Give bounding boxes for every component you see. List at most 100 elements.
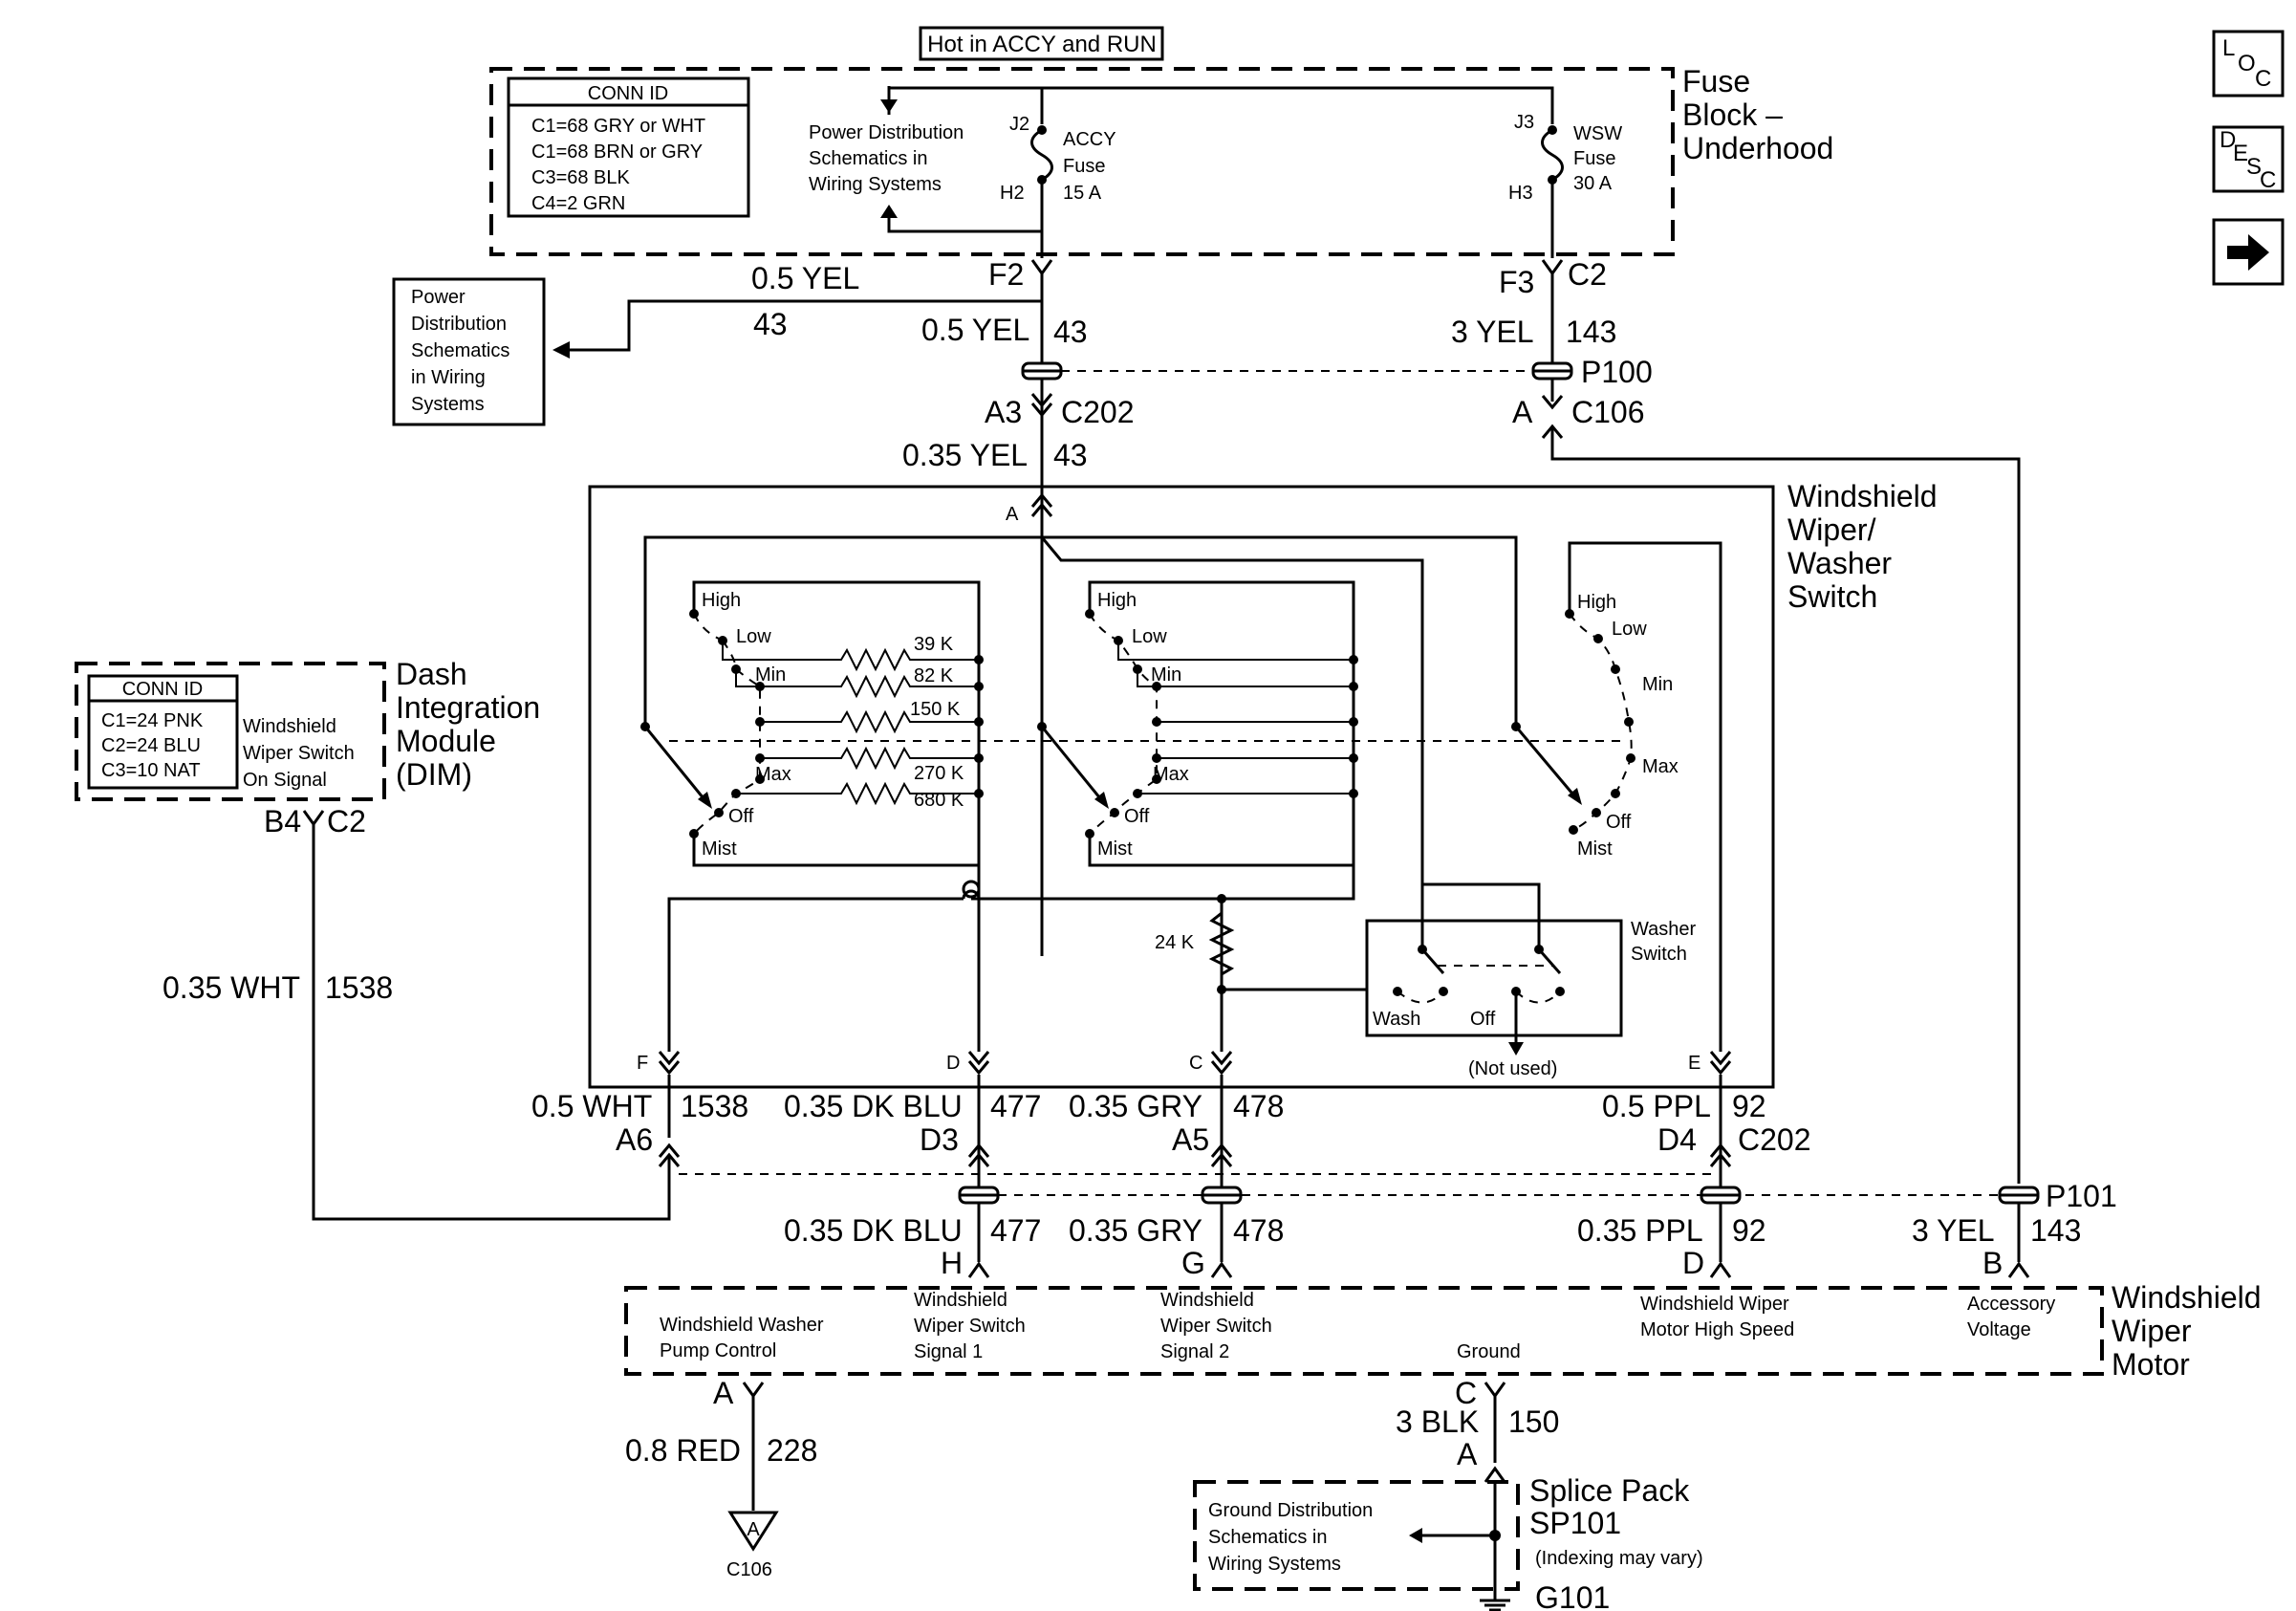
svg-text:Off: Off bbox=[728, 806, 754, 827]
desc-button[interactable]: D E S C bbox=[2212, 125, 2285, 193]
fuse-block-outline bbox=[489, 67, 1675, 256]
svg-text:Wiper/: Wiper/ bbox=[1787, 512, 1876, 547]
svg-text:Wiper Switch: Wiper Switch bbox=[243, 743, 355, 764]
next-button[interactable] bbox=[2212, 218, 2285, 286]
dim-signal: Windshield Wiper Switch On Signal bbox=[243, 716, 355, 791]
svg-text:Pump Control: Pump Control bbox=[660, 1340, 776, 1361]
svg-text:Wiper: Wiper bbox=[2112, 1314, 2192, 1348]
svg-text:D3: D3 bbox=[920, 1122, 959, 1157]
svg-text:Switch: Switch bbox=[1631, 944, 1687, 965]
svg-text:Low: Low bbox=[1612, 619, 1647, 640]
svg-text:D4: D4 bbox=[1657, 1122, 1697, 1157]
loc-button[interactable]: L O C bbox=[2212, 30, 2285, 98]
svg-text:Off: Off bbox=[1606, 812, 1632, 833]
svg-text:H3: H3 bbox=[1508, 183, 1533, 204]
svg-text:(Not used): (Not used) bbox=[1468, 1058, 1557, 1079]
svg-text:C1=24 PNK: C1=24 PNK bbox=[101, 710, 204, 731]
power-note-text: Hot in ACCY and RUN bbox=[927, 32, 1157, 57]
switch-outline bbox=[588, 485, 1775, 1089]
svg-text:F: F bbox=[637, 1053, 648, 1074]
motor-bottom-connectors: A 0.8 RED 228 A C106 C 3 BLK 150 A bbox=[625, 1376, 1559, 1580]
svg-text:15 A: 15 A bbox=[1063, 183, 1102, 204]
motor-title: Windshield Wiper Motor bbox=[2112, 1280, 2262, 1382]
svg-text:478: 478 bbox=[1233, 1089, 1284, 1123]
bottom-wiring: 0.5 WHT 1538 A6 0.35 DK BLU 477 D3 0.35 … bbox=[531, 1075, 2117, 1280]
pd-box: Power Distribution Schematics in Wiring … bbox=[392, 277, 546, 426]
svg-text:Low: Low bbox=[1132, 626, 1167, 647]
svg-text:0.5 YEL: 0.5 YEL bbox=[751, 261, 859, 295]
switch-middle-section: High Low Min Max Off Mist bbox=[1085, 580, 1358, 901]
svg-text:0.35 GRY: 0.35 GRY bbox=[1069, 1089, 1202, 1123]
svg-text:Wiring Systems: Wiring Systems bbox=[809, 174, 942, 195]
svg-text:477: 477 bbox=[990, 1213, 1041, 1248]
switch-title: Windshield Wiper/ Washer Switch bbox=[1787, 479, 1938, 614]
svg-text:Washer: Washer bbox=[1631, 919, 1697, 940]
svg-text:Block –: Block – bbox=[1682, 98, 1783, 132]
switch-right-section: High Low Min Max Off Mist bbox=[1565, 541, 1722, 1052]
svg-text:228: 228 bbox=[767, 1433, 817, 1468]
svg-text:Schematics: Schematics bbox=[411, 340, 509, 361]
svg-text:Washer: Washer bbox=[1787, 546, 1892, 580]
switch-pin-a: A bbox=[1006, 492, 1053, 525]
dim-outline bbox=[75, 662, 386, 801]
svg-text:C3=68 BLK: C3=68 BLK bbox=[531, 167, 631, 188]
svg-text:Min: Min bbox=[755, 664, 786, 686]
svg-text:High: High bbox=[702, 590, 741, 611]
top-wiring: F2 F3 C2 0.5 YEL 43 0.5 YEL 43 3 YEL 143… bbox=[552, 257, 2021, 1184]
svg-text:Wiper Switch: Wiper Switch bbox=[914, 1316, 1026, 1337]
svg-text:Voltage: Voltage bbox=[1967, 1319, 2031, 1340]
svg-text:L: L bbox=[2222, 35, 2235, 61]
svg-text:Signal 2: Signal 2 bbox=[1160, 1341, 1229, 1362]
svg-text:Max: Max bbox=[1153, 764, 1189, 785]
svg-text:Windshield: Windshield bbox=[914, 1290, 1007, 1311]
svg-text:A3: A3 bbox=[985, 395, 1022, 429]
svg-text:C: C bbox=[2255, 66, 2271, 92]
svg-text:B: B bbox=[1982, 1246, 2003, 1280]
svg-text:Low: Low bbox=[736, 626, 771, 647]
svg-text:Schematics in: Schematics in bbox=[1208, 1527, 1328, 1548]
svg-text:680 K: 680 K bbox=[914, 790, 964, 811]
svg-text:CONN ID: CONN ID bbox=[122, 679, 203, 700]
svg-text:Ground: Ground bbox=[1457, 1341, 1521, 1362]
svg-text:E: E bbox=[2233, 141, 2248, 166]
svg-text:Power: Power bbox=[411, 287, 466, 308]
svg-text:Windshield: Windshield bbox=[1787, 479, 1938, 513]
power-note: Hot in ACCY and RUN bbox=[919, 26, 1164, 61]
svg-text:A: A bbox=[747, 1519, 760, 1540]
svg-text:Min: Min bbox=[1151, 664, 1181, 686]
svg-text:G: G bbox=[1181, 1246, 1205, 1280]
svg-text:ACCY: ACCY bbox=[1063, 129, 1116, 150]
svg-text:WSW: WSW bbox=[1573, 123, 1622, 144]
svg-text:C202: C202 bbox=[1061, 395, 1135, 429]
svg-text:A: A bbox=[1006, 504, 1019, 525]
svg-text:C1=68 BRN or GRY: C1=68 BRN or GRY bbox=[531, 142, 703, 163]
svg-text:Fuse: Fuse bbox=[1573, 148, 1615, 169]
dim-conn-id-table: CONN ID C1=24 PNK C2=24 BLU C3=10 NAT bbox=[87, 674, 239, 790]
svg-text:0.35 DK BLU: 0.35 DK BLU bbox=[784, 1213, 963, 1248]
svg-text:S: S bbox=[2246, 154, 2262, 180]
svg-text:B4: B4 bbox=[264, 804, 301, 838]
svg-text:143: 143 bbox=[1566, 315, 1616, 349]
svg-text:0.8 RED: 0.8 RED bbox=[625, 1433, 741, 1468]
washer-switch: Washer Switch Wash Off (Not used) bbox=[1365, 882, 1697, 1079]
svg-text:Windshield: Windshield bbox=[243, 716, 336, 737]
svg-text:0.35 GRY: 0.35 GRY bbox=[1069, 1213, 1202, 1248]
svg-text:0.5 WHT: 0.5 WHT bbox=[531, 1089, 652, 1123]
next-arrow-icon bbox=[2227, 234, 2269, 271]
svg-text:Wash: Wash bbox=[1373, 1009, 1420, 1030]
svg-text:Mist: Mist bbox=[1577, 838, 1613, 860]
svg-text:0.35 DK BLU: 0.35 DK BLU bbox=[784, 1089, 963, 1123]
splice-pack: Splice Pack SP101 (Indexing may vary) Gr… bbox=[1193, 1473, 1703, 1611]
switch-internal-wiring bbox=[640, 535, 1582, 884]
svg-text:P100: P100 bbox=[1581, 355, 1653, 389]
switch-lower-wiring: 24 K bbox=[667, 612, 1367, 1052]
switch-pins: F D C E bbox=[637, 1051, 1732, 1076]
svg-text:Mist: Mist bbox=[702, 838, 737, 860]
svg-text:Windshield Wiper: Windshield Wiper bbox=[1640, 1294, 1789, 1315]
accy-fuse: J2 H2 ACCY Fuse 15 A bbox=[1000, 114, 1116, 258]
svg-text:C4=2 GRN: C4=2 GRN bbox=[531, 193, 625, 214]
svg-text:C: C bbox=[1189, 1053, 1202, 1074]
svg-text:D: D bbox=[946, 1053, 960, 1074]
svg-text:82 K: 82 K bbox=[914, 665, 954, 686]
svg-text:C: C bbox=[2260, 167, 2276, 193]
